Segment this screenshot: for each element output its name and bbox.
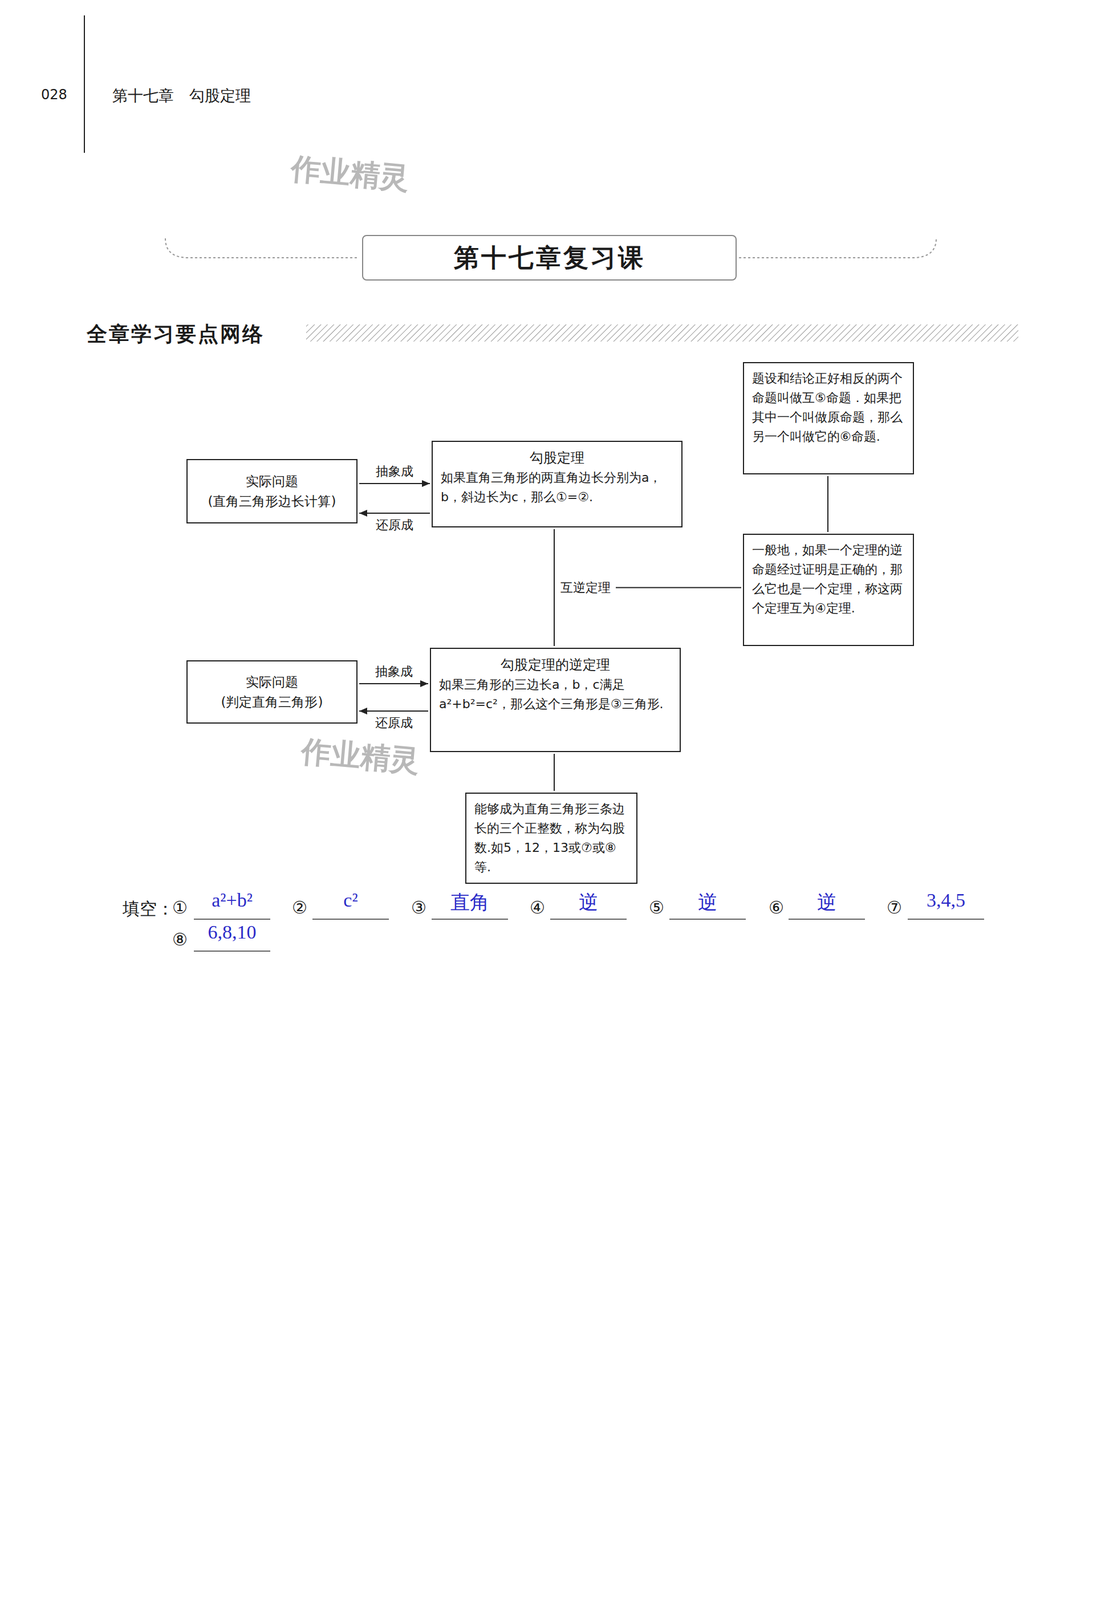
connector	[554, 529, 555, 647]
title-banner: 第十七章复习课	[362, 234, 737, 281]
arrowhead	[359, 707, 368, 715]
answer-underline	[312, 918, 389, 920]
label-text: 028	[41, 86, 68, 103]
connector	[359, 680, 429, 688]
box-body: 一般地，如果一个定理的逆命题经过证明是正确的，那么它也是一个定理，称这两个定理互…	[752, 540, 905, 619]
box-heading: (判定直角三角形)	[195, 692, 349, 713]
box-body: 题设和结论正好相反的两个命题叫做互⑤命题．如果把其中一个叫做原命题，那么另一个叫…	[752, 368, 905, 447]
box-heading: 勾股定理	[440, 447, 674, 469]
concept-box: 实际问题(直角三角形边长计算)	[186, 458, 358, 524]
watermark: 作业精灵	[299, 731, 421, 782]
answer-underline	[193, 918, 271, 920]
box-heading: (直角三角形边长计算)	[195, 491, 349, 512]
concept-box: 勾股定理如果直角三角形的两直角边长分别为a，b，斜边长为c，那么①=②.	[431, 440, 683, 528]
edge-label: 抽象成	[374, 462, 416, 481]
answer-underline	[907, 918, 985, 920]
answer-text: 6,8,10	[208, 921, 257, 944]
label-text: ⑧	[172, 929, 188, 950]
label-text: ④	[529, 897, 546, 918]
label-text: ②	[291, 897, 308, 918]
label-text: ⑦	[886, 897, 903, 918]
hatched-bar	[306, 324, 1019, 342]
connector-line	[827, 476, 829, 532]
connector	[827, 476, 829, 532]
label-text: 第十七章 勾股定理	[112, 85, 251, 107]
arrowhead	[420, 680, 429, 688]
answer-text: 直角	[450, 889, 490, 916]
connector	[359, 509, 430, 517]
edge-label: 互逆定理	[558, 579, 613, 597]
connector	[554, 753, 555, 791]
arrowhead	[359, 509, 368, 517]
concept-box: 勾股定理的逆定理如果三角形的三边长a，b，c满足a²+b²=c²，那么这个三角形…	[429, 647, 681, 753]
edge-label: 还原成	[374, 516, 416, 534]
answer-underline	[431, 918, 509, 920]
label-text: ⑤	[648, 897, 665, 918]
label-text: 填空：	[122, 897, 174, 921]
box-heading: 勾股定理的逆定理	[439, 654, 672, 676]
connector	[359, 480, 430, 487]
concept-box: 实际问题(判定直角三角形)	[186, 660, 358, 724]
section-heading: 全章学习要点网络	[86, 320, 265, 349]
box-body: 如果三角形的三边长a，b，c满足a²+b²=c²，那么这个三角形是③三角形.	[439, 675, 672, 714]
connector-line	[553, 529, 555, 647]
answer-underline	[550, 918, 627, 920]
concept-box: 能够成为直角三角形三条边长的三个正整数，称为勾股数.如5，12，13或⑦或⑧等.	[465, 792, 638, 884]
concept-box: 题设和结论正好相反的两个命题叫做互⑤命题．如果把其中一个叫做原命题，那么另一个叫…	[742, 362, 914, 475]
answer-text: 逆	[578, 889, 599, 916]
answer-text: 逆	[697, 889, 718, 916]
edge-label: 抽象成	[373, 663, 415, 681]
connector-line	[553, 753, 555, 791]
answer-text: 3,4,5	[926, 889, 966, 912]
answer-underline	[669, 918, 746, 920]
connector-line	[359, 482, 430, 485]
arrowhead	[421, 480, 430, 487]
answer-underline	[788, 918, 865, 920]
answer-text: c²	[343, 889, 358, 912]
answer-underline	[193, 950, 271, 952]
box-heading: 实际问题	[195, 471, 349, 492]
label-text: ⑥	[768, 897, 784, 918]
answer-text: a²+b²	[211, 889, 253, 912]
label-text: ③	[411, 897, 427, 918]
connector-line	[359, 683, 429, 685]
connector-line	[359, 512, 430, 514]
answer-text: 逆	[817, 889, 837, 916]
box-body: 能够成为直角三角形三条边长的三个正整数，称为勾股数.如5，12，13或⑦或⑧等.	[474, 799, 629, 877]
box-heading: 实际问题	[195, 672, 349, 693]
box-body: 如果直角三角形的两直角边长分别为a，b，斜边长为c，那么①=②.	[440, 468, 674, 507]
title-curve	[738, 238, 937, 258]
header-rule	[83, 15, 85, 153]
title-curve	[165, 238, 360, 258]
label-text: ①	[172, 897, 188, 918]
concept-box: 一般地，如果一个定理的逆命题经过证明是正确的，那么它也是一个定理，称这两个定理互…	[742, 533, 914, 647]
connector	[359, 707, 429, 715]
connector-line	[359, 710, 429, 712]
watermark: 作业精灵	[289, 148, 411, 199]
leader-line	[615, 587, 742, 589]
title-text: 第十七章复习课	[453, 241, 646, 275]
edge-label: 还原成	[373, 714, 415, 732]
